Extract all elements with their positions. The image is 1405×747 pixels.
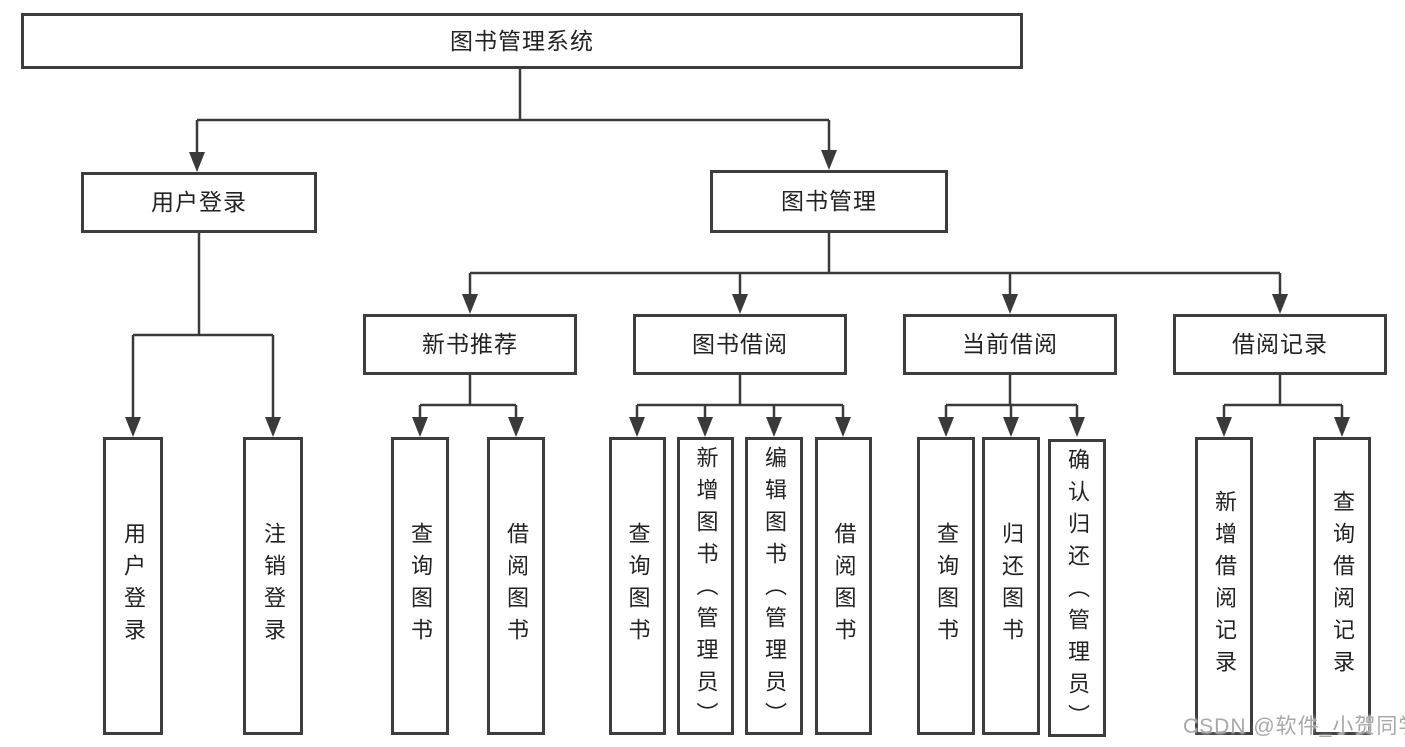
leaf-logout: 注销登录: [243, 437, 303, 735]
arrowhead-icon: [697, 417, 713, 437]
leaf-query-books-2: 查询图书: [609, 437, 666, 735]
node-library-management-system: 图书管理系统: [21, 13, 1023, 69]
leaf-user-login: 用户登录: [103, 437, 163, 735]
node-book-management-branch: 图书管理: [710, 170, 948, 233]
node-current-borrowing: 当前借阅: [903, 314, 1117, 375]
arrowhead-icon: [265, 417, 281, 437]
leaf-borrow-books-2: 借阅图书: [815, 437, 872, 735]
leaf-query-borrow-record: 查询借阅记录: [1313, 437, 1371, 735]
leaf-edit-book-admin: 编辑图书（管理员）: [745, 437, 803, 735]
node-borrowing-records: 借阅记录: [1173, 314, 1387, 375]
leaf-return-books: 归还图书: [982, 437, 1040, 735]
arrowhead-icon: [1002, 294, 1018, 314]
leaf-confirm-return-admin: 确认归还（管理员）: [1048, 439, 1106, 737]
leaf-add-borrow-record: 新增借阅记录: [1195, 437, 1253, 735]
arrowhead-icon: [766, 417, 782, 437]
arrowhead-icon: [508, 417, 524, 437]
arrowhead-icon: [1272, 294, 1288, 314]
arrowhead-icon: [412, 417, 428, 437]
leaf-query-books-3: 查询图书: [917, 437, 975, 735]
arrowhead-icon: [189, 152, 205, 172]
arrowhead-icon: [1216, 417, 1232, 437]
csdn-watermark: CSDN @软件_小贺同学: [1183, 715, 1405, 738]
arrowhead-icon: [732, 294, 748, 314]
node-book-borrowing: 图书借阅: [633, 314, 847, 375]
arrowhead-icon: [938, 417, 954, 437]
node-new-book-recommendation: 新书推荐: [363, 314, 577, 375]
leaf-add-book-admin: 新增图书（管理员）: [677, 437, 734, 735]
arrowhead-icon: [629, 417, 645, 437]
arrowhead-icon: [1069, 417, 1085, 437]
arrowhead-icon: [835, 417, 851, 437]
leaf-borrow-books-1: 借阅图书: [487, 437, 545, 735]
arrowhead-icon: [462, 294, 478, 314]
arrowhead-icon: [1003, 417, 1019, 437]
node-user-login-branch: 用户登录: [81, 172, 317, 233]
arrowhead-icon: [125, 417, 141, 437]
arrowhead-icon: [1334, 417, 1350, 437]
arrowhead-icon: [821, 150, 837, 170]
leaf-query-books-1: 查询图书: [391, 437, 449, 735]
